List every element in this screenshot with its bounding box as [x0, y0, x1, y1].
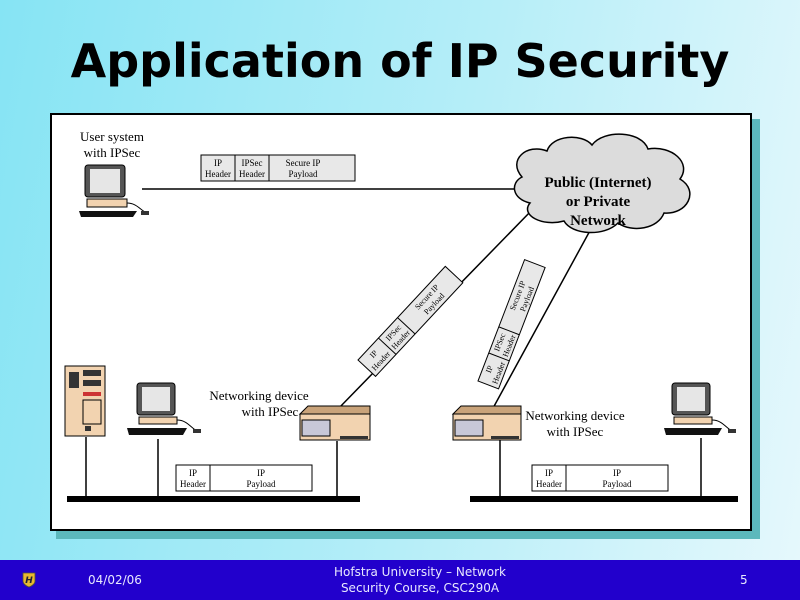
networking-device-left-icon [298, 405, 371, 441]
svg-text:H: H [25, 576, 33, 586]
hofstra-shield-icon: H [22, 572, 36, 588]
user-workstation-icon [79, 164, 149, 217]
user-system-label-line1: User system [80, 129, 144, 144]
ip-header-label: Header [205, 169, 231, 179]
secure-packet-diagonal-left: IP Header IPSec Header Secure IP Payload [357, 265, 464, 378]
ip-header-label: IP [545, 468, 553, 478]
secure-packet-diagonal-right: IP Header IPSec Header Secure IP Payload [477, 258, 546, 390]
user-system-label-line2: with IPSec [84, 145, 141, 160]
net-device-right-label-line2: with IPSec [547, 424, 604, 439]
lan-bus-right [470, 496, 738, 502]
ipsec-header-label: Header [239, 169, 265, 179]
secure-payload-label: Payload [289, 169, 318, 179]
slide-title: Application of IP Security [70, 34, 730, 88]
ip-header-label: Header [536, 479, 562, 489]
secure-payload-label: Secure IP [286, 158, 321, 168]
ip-payload-label: IP [613, 468, 621, 478]
ip-payload-label: Payload [603, 479, 632, 489]
ip-payload-label: IP [257, 468, 265, 478]
lan-bus-left [67, 496, 360, 502]
server-tower-icon [64, 365, 106, 437]
slide-footer: H 04/02/06 Hofstra University – Network … [0, 560, 800, 600]
cloud-label-line3: Network [570, 213, 626, 229]
ip-header-label: IP [189, 468, 197, 478]
footer-page-number: 5 [740, 573, 748, 587]
plain-packet-left: IP Header IP Payload [175, 464, 313, 492]
net-device-left-label-line1: Networking device [209, 388, 309, 403]
secure-packet-top: IP Header IPSec Header Secure IP Payload [200, 154, 356, 182]
ip-payload-label: Payload [247, 479, 276, 489]
right-device-to-cloud-link [491, 226, 593, 411]
ipsec-header-label: IPSec [242, 158, 263, 168]
footer-course-title: Hofstra University – Network Security Co… [300, 564, 540, 596]
net-device-left-label-line2: with IPSec [242, 404, 299, 419]
ip-header-label: IP [484, 364, 495, 374]
footer-date: 04/02/06 [88, 573, 142, 587]
diagram-frame: Public (Internet) or Private Network Use… [50, 113, 752, 531]
cloud-icon [513, 133, 691, 234]
ip-header-label: IP [368, 348, 380, 360]
ipsec-network-diagram: Public (Internet) or Private Network Use… [64, 129, 738, 502]
footer-course-line1: Hofstra University – Network [334, 565, 506, 579]
ip-header-label: IP [214, 158, 222, 168]
net-device-right-label-line1: Networking device [525, 408, 625, 423]
networking-device-right-icon [451, 405, 522, 441]
workstation-right-icon [664, 382, 736, 435]
ip-header-label: Header [180, 479, 206, 489]
workstation-icon [127, 382, 201, 435]
footer-course-line2: Security Course, CSC290A [340, 581, 500, 595]
plain-packet-right: IP Header IP Payload [531, 464, 669, 492]
cloud-label-line1: Public (Internet) [544, 175, 651, 191]
cloud-label-line2: or Private [566, 194, 631, 210]
